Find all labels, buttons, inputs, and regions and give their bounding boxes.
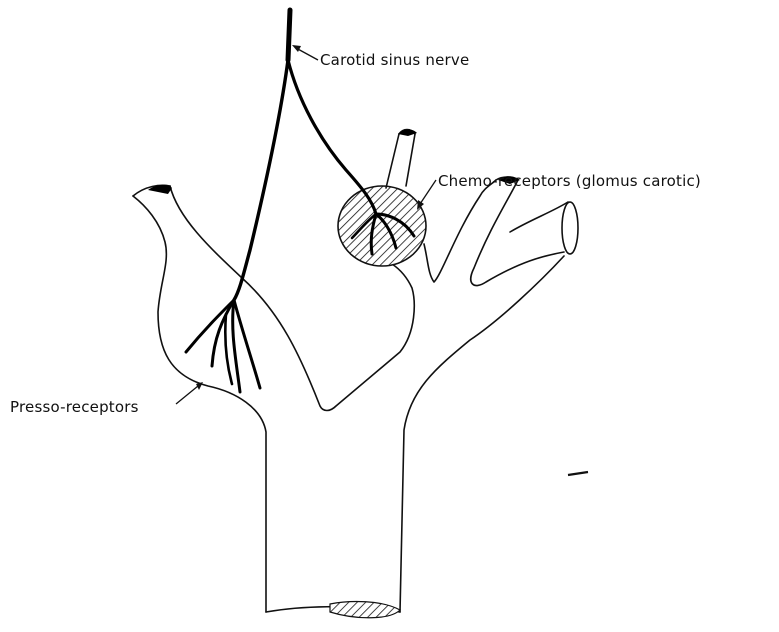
carotid-sinus-nerve-leader (296, 48, 318, 60)
nerve-branch-to-glomus (288, 60, 376, 214)
nerve-branch-to-sinus (234, 60, 288, 300)
carotid-sinus-nerve-trunk (288, 10, 290, 60)
sinus-nerve-ending-5 (225, 314, 232, 384)
upper-branch-right-wall (406, 134, 415, 186)
upper-branch-left-wall (386, 134, 399, 188)
presso-receptors-label: Presso-receptors (10, 398, 139, 416)
presso-receptors-leader (176, 386, 198, 404)
carotid-sinus-nerve-arrowhead (292, 45, 301, 52)
external-carotid-outer-wall (400, 256, 564, 612)
glomus-caroticum (338, 186, 426, 266)
chemo-receptors-label: Chemo-receptors (glomus carotic) (438, 172, 701, 190)
right-branch-opening (562, 202, 578, 254)
right-branch-upper-wall (510, 202, 568, 232)
trunk-bottom-hatch (330, 602, 400, 618)
chemo-receptors-leader (420, 180, 436, 204)
carotid-sinus-nerve-label: Carotid sinus nerve (320, 51, 469, 69)
external-carotid-inner-wall (424, 180, 496, 282)
stray-mark (568, 472, 588, 475)
